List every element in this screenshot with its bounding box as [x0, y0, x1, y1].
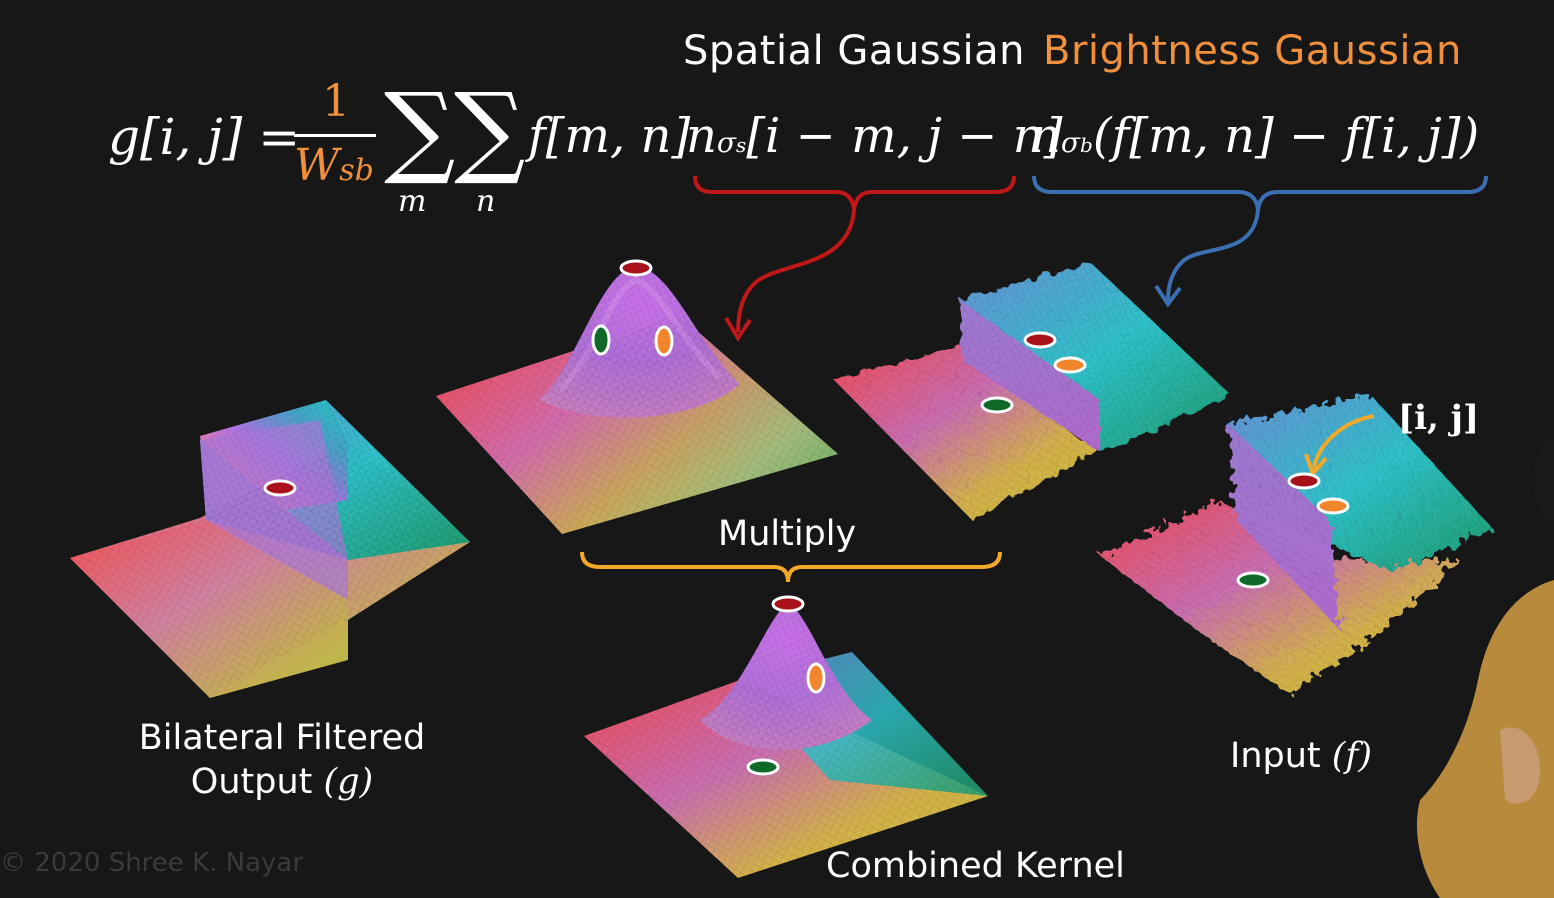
input-label-word: Input [1230, 736, 1321, 776]
kernel-marker-green [746, 758, 780, 776]
input-label-var: (f) [1331, 736, 1373, 776]
output-marker-red [263, 479, 297, 497]
fraction-denominator-w: W [294, 140, 340, 191]
fraction-denominator: Wsb [294, 140, 374, 191]
brightness-marker-orange [1053, 356, 1087, 374]
spatial-gaussian-surface [436, 266, 838, 534]
output-label-line1: Bilateral Filtered [138, 718, 426, 758]
bright-n: n [1030, 108, 1061, 164]
brightness-brace [1032, 175, 1488, 308]
spatial-brace [693, 175, 1016, 342]
brightness-arrow [1166, 209, 1260, 301]
bright-sigma: σ [1060, 126, 1081, 159]
output-label-word: Output [190, 762, 313, 802]
spatial-sigma: σ [716, 126, 737, 159]
spatial-arrow [736, 209, 856, 333]
combined-kernel-surface [584, 604, 988, 878]
equation-lhs: g[i, j] = [108, 108, 301, 166]
kernel-marker-red [771, 595, 805, 613]
spatial-args: [i − m, j − n] [746, 108, 1063, 164]
ij-pointer-arrow [1312, 414, 1375, 469]
spatial-marker-orange [654, 325, 674, 357]
input-marker-red [1287, 472, 1321, 490]
presenter-silhouette [1416, 440, 1554, 898]
input-marker-orange [1316, 497, 1350, 515]
bright-args: (f[m, n] − f[i, j]) [1092, 108, 1480, 164]
input-label: Input (f) [1230, 734, 1372, 778]
copyright-watermark: © 2020 Shree K. Nayar [0, 848, 304, 878]
input-marker-green [1236, 571, 1270, 589]
brightness-marker-red [1023, 331, 1057, 349]
output-surface [70, 400, 470, 698]
brightness-gaussian-surface [834, 262, 1232, 520]
sum-symbol-n: ∑ [454, 71, 526, 188]
spatial-term: nσs[i − m, j − n] [686, 108, 1062, 164]
fraction-numerator: 1 [322, 76, 350, 127]
kernel-marker-orange [806, 662, 826, 694]
spatial-sigma-sub: s [736, 133, 747, 157]
sum-symbol-m: ∑ [384, 71, 456, 188]
combined-kernel-label: Combined Kernel [826, 846, 1125, 886]
fraction-bar [294, 134, 376, 137]
spatial-marker-green [591, 324, 611, 356]
ij-label: [i, j] [1398, 398, 1480, 438]
equation-f-mn: f[m, n] [528, 108, 691, 164]
input-surface [1100, 394, 1494, 694]
brightness-gaussian-header: Brightness Gaussian [1043, 28, 1462, 74]
bright-sigma-sub: b [1080, 133, 1093, 157]
brightness-term: nσb(f[m, n] − f[i, j]) [1030, 108, 1479, 164]
spatial-gaussian-header: Spatial Gaussian [683, 28, 1025, 74]
fraction-denominator-sub: sb [339, 153, 374, 188]
sum-index-m: m [398, 184, 427, 219]
output-label-line2: Output (g) [120, 760, 444, 804]
spatial-n: n [686, 108, 717, 164]
brightness-arrowhead-icon [1154, 284, 1182, 308]
spatial-arrowhead-icon [724, 316, 752, 342]
sum-index-n: n [476, 184, 496, 219]
multiply-brace [580, 551, 1002, 583]
spatial-marker-red [619, 259, 653, 277]
output-label-var: (g) [323, 762, 374, 802]
multiply-label: Multiply [718, 514, 857, 554]
brightness-marker-green [980, 396, 1014, 414]
output-label: Bilateral Filtered Output (g) [120, 716, 444, 804]
